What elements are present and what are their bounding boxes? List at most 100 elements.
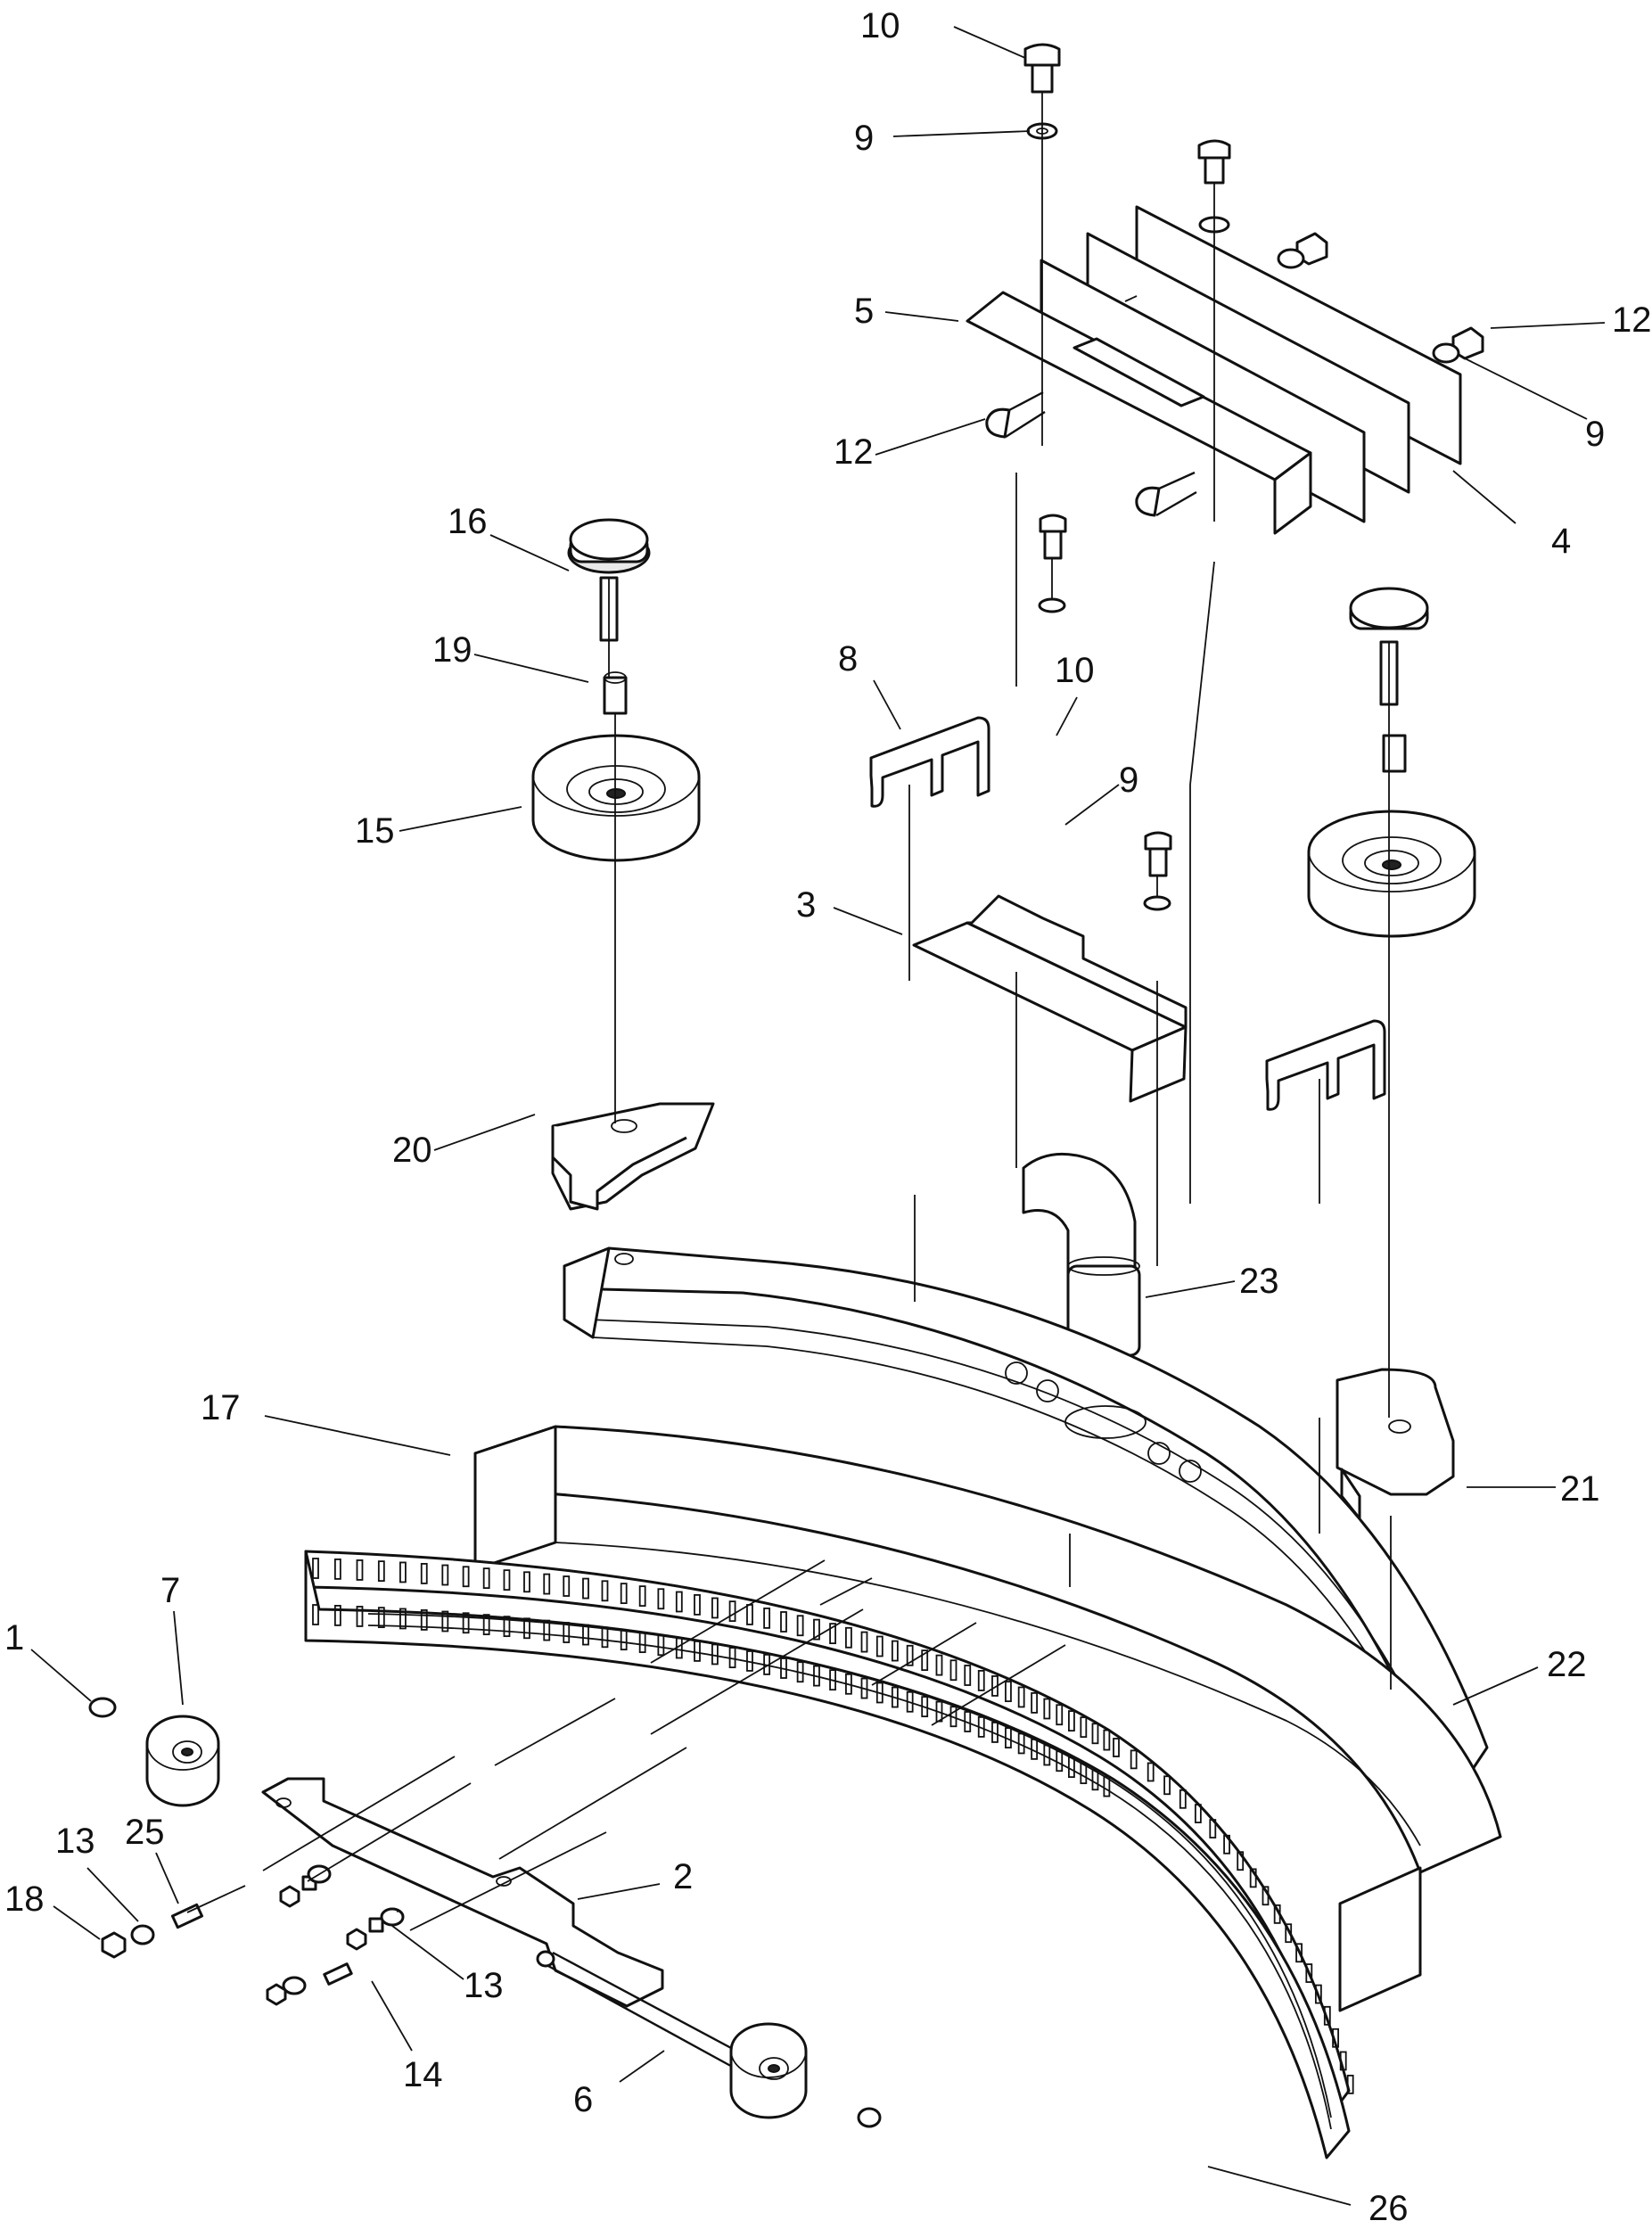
blade-slot	[1043, 1698, 1051, 1720]
mounting-bracket-3	[912, 514, 1188, 1103]
blade-slot	[1163, 1775, 1171, 1796]
callout-6: 6	[573, 2080, 593, 2119]
blade-slot	[1237, 1851, 1245, 1871]
callout-4: 4	[1551, 522, 1571, 561]
blade-slot	[482, 1614, 490, 1636]
blade-slot	[813, 1665, 820, 1687]
blade-slot	[563, 1622, 571, 1643]
blade-slot	[1223, 1834, 1230, 1855]
blade-slot	[356, 1559, 364, 1581]
callout-12b: 12	[834, 432, 874, 472]
blade-slot	[964, 1665, 972, 1686]
blade-slot	[875, 1635, 884, 1657]
blade-slot	[1043, 1744, 1051, 1766]
blade-slot	[746, 1650, 753, 1672]
knob-wheel-right	[1307, 587, 1476, 938]
blade-slot	[1305, 1963, 1313, 1983]
blade-slot	[949, 1706, 958, 1728]
blade-slot	[420, 1609, 428, 1631]
blade-slot	[620, 1629, 628, 1651]
callout-labels: 10 9 5 12 12 9 4 16 19 15 8 10 9 3 20 23…	[4, 6, 1652, 2228]
blade-slot	[891, 1686, 899, 1708]
blade-slot	[1103, 1775, 1111, 1797]
blade-slot	[638, 1585, 646, 1608]
blade-slot	[906, 1644, 914, 1666]
callout-13a: 13	[55, 1822, 95, 1861]
blade-slot	[523, 1571, 530, 1593]
blade-slot	[441, 1564, 449, 1586]
blade-slot	[1091, 1723, 1099, 1745]
blade-slot	[462, 1612, 470, 1634]
blade-slot	[377, 1560, 385, 1583]
blade-slot	[1091, 1769, 1099, 1791]
squeegee-blade-stack	[966, 43, 1484, 535]
blade-slot	[1005, 1727, 1012, 1749]
blade-slot	[420, 1563, 428, 1584]
callout-5: 5	[854, 292, 874, 331]
blade-slot	[563, 1575, 571, 1597]
blade-slot	[399, 1561, 407, 1583]
blade-slot	[991, 1722, 999, 1743]
slotted-blade-26	[304, 1550, 1354, 2159]
blade-slot	[503, 1569, 511, 1592]
blade-slot	[482, 1567, 490, 1590]
callout-10b: 10	[1055, 651, 1095, 690]
roller-axle-assembly	[88, 1697, 882, 2128]
callout-12a: 12	[1612, 300, 1652, 340]
blade-slot	[1031, 1739, 1039, 1760]
callout-9b: 9	[1585, 415, 1605, 454]
blade-slot	[711, 1643, 719, 1666]
callout-22: 22	[1547, 1645, 1587, 1684]
blade-slot	[582, 1577, 589, 1600]
blade-slot	[906, 1690, 914, 1713]
callout-3: 3	[796, 885, 816, 925]
blade-slot	[1080, 1763, 1088, 1785]
callout-26: 26	[1368, 2189, 1409, 2228]
blade-slot	[829, 1623, 836, 1645]
blade-slot	[601, 1626, 609, 1649]
blade-slot	[462, 1566, 470, 1588]
blade-slot	[1068, 1756, 1075, 1779]
squeegee-frame-22	[563, 1246, 1489, 1819]
blade-slot	[1285, 1923, 1293, 1944]
callout-14: 14	[403, 2055, 443, 2094]
blade-slot	[1194, 1804, 1202, 1823]
callout-1: 1	[4, 1618, 24, 1657]
blade-slot	[601, 1580, 609, 1602]
blade-slot	[1323, 2005, 1331, 2026]
blade-slot	[1113, 1738, 1120, 1757]
blade-slot	[1262, 1886, 1270, 1906]
blade-slots	[312, 1558, 1354, 2094]
blade-slot	[1179, 1789, 1187, 1809]
callout-20: 20	[392, 1131, 432, 1170]
blade-slot	[582, 1624, 589, 1646]
blade-slot	[312, 1604, 319, 1625]
blade-slot	[1314, 1984, 1322, 2004]
blade-slot	[1056, 1704, 1064, 1726]
blade-slot	[377, 1607, 385, 1629]
blade-slot	[860, 1631, 868, 1653]
blade-slot	[694, 1641, 701, 1662]
callout-2: 2	[673, 1857, 693, 1896]
blade-slot	[543, 1619, 551, 1641]
knob-wheel-left	[531, 518, 701, 862]
blade-slot	[333, 1559, 341, 1580]
blade-slot	[657, 1588, 665, 1610]
blade-slot	[921, 1696, 929, 1718]
blade-slot	[891, 1640, 899, 1662]
callout-13b: 13	[464, 1966, 504, 2005]
callout-15: 15	[355, 811, 395, 851]
callout-9a: 9	[854, 119, 874, 158]
blade-slot	[977, 1716, 985, 1738]
blade-slot	[780, 1611, 787, 1633]
blade-slot	[921, 1649, 929, 1672]
blade-slot	[796, 1615, 804, 1637]
callout-21: 21	[1560, 1469, 1600, 1509]
blade-slot	[949, 1659, 958, 1682]
blade-slot	[657, 1634, 665, 1657]
blade-slot	[1209, 1819, 1217, 1838]
blade-slot	[845, 1673, 852, 1695]
blade-slot	[356, 1606, 364, 1627]
blade-slot	[399, 1608, 407, 1630]
blade-slot	[829, 1669, 836, 1691]
